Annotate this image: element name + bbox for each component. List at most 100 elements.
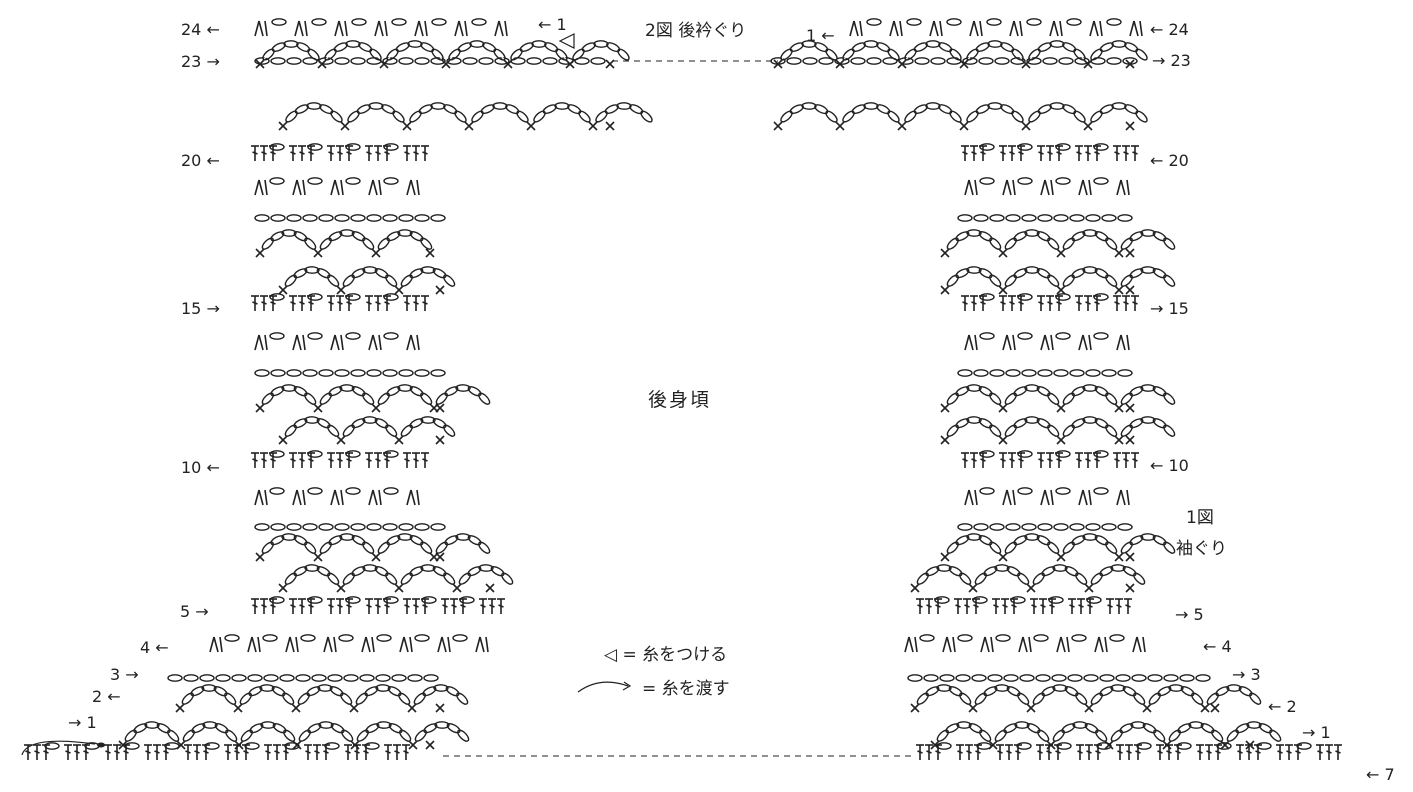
chain-stitch — [304, 541, 317, 554]
row-label-right-4: ← 4 — [1203, 637, 1232, 656]
chain-stitch — [966, 229, 982, 237]
chain-stitch — [1062, 237, 1075, 250]
chain-stitch — [1180, 686, 1195, 697]
row-label-left-23: 23 → — [181, 52, 220, 71]
chain-stitch — [851, 42, 866, 53]
chain-arc — [1050, 724, 1110, 746]
chain-arc — [445, 43, 509, 65]
row-label-right-1: → 1 — [1302, 723, 1331, 742]
chain-stitch — [471, 18, 487, 26]
chain-stitch — [1017, 177, 1033, 185]
chain-stitch — [1093, 293, 1109, 301]
chain-stitch — [780, 48, 793, 61]
chain-stitch — [949, 48, 962, 61]
chain-stitch — [1085, 369, 1101, 377]
chain-stitch — [1129, 418, 1144, 429]
chain-stitch — [962, 57, 978, 65]
double-crochet — [1040, 179, 1046, 196]
chain-stitch — [381, 104, 396, 115]
chain-arc — [1118, 232, 1178, 254]
chain-stitch — [1094, 231, 1109, 242]
row-label-right-3: → 3 — [1232, 665, 1261, 684]
chain-stitch — [907, 674, 923, 682]
chain-arc — [1118, 536, 1178, 558]
chain-stitch — [387, 686, 402, 697]
chain-arc — [1025, 43, 1089, 65]
chain-stitch — [270, 231, 285, 242]
chain-stitch — [1120, 274, 1133, 287]
row-label-left-2: 2 ← — [92, 687, 121, 706]
chain-stitch — [359, 674, 375, 682]
chain-stitch — [1073, 110, 1086, 123]
chain-stitch — [398, 523, 414, 531]
chain-stitch — [1163, 674, 1179, 682]
chain-stitch — [1105, 424, 1118, 437]
chain-stitch — [351, 418, 366, 429]
chain-stitch — [201, 684, 217, 692]
chain-stitch — [397, 384, 413, 392]
chain-stitch — [400, 572, 413, 585]
chain-stitch — [374, 268, 389, 279]
chain-stitch — [1016, 742, 1032, 750]
chain-stitch — [467, 386, 482, 397]
chain-arc — [839, 43, 903, 65]
chain-stitch — [1082, 384, 1098, 392]
chain-stitch — [330, 110, 343, 123]
chain-stitch — [386, 231, 401, 242]
chain-stitch — [414, 634, 430, 642]
chain-stitch — [414, 214, 430, 222]
chain-stitch — [269, 293, 285, 301]
chain-stitch — [1062, 274, 1075, 287]
chain-stitch — [1010, 596, 1026, 604]
chain-stitch — [904, 48, 917, 61]
chain-stitch — [1047, 541, 1060, 554]
chain-stitch — [994, 57, 1010, 65]
chain-stitch — [949, 110, 962, 123]
chain-stitch — [418, 104, 433, 115]
chain-stitch — [409, 418, 424, 429]
chain-stitch — [215, 674, 231, 682]
chain-stitch — [254, 57, 270, 65]
chain-stitch — [279, 674, 295, 682]
chain-stitch — [948, 566, 963, 577]
chain-arc — [963, 43, 1027, 65]
chain-stitch — [1037, 729, 1050, 742]
chain-stitch — [1090, 692, 1103, 705]
chain-stitch — [1147, 674, 1163, 682]
double-crochet — [437, 636, 443, 653]
chain-stitch — [955, 386, 970, 397]
chain-stitch — [966, 266, 982, 274]
chain-stitch — [400, 274, 413, 287]
chain-stitch — [1238, 686, 1253, 697]
chain-stitch — [1071, 231, 1086, 242]
chain-stitch — [1090, 110, 1103, 123]
row-label-right-24: ← 24 — [1150, 20, 1189, 39]
chain-stitch — [510, 48, 523, 61]
chain-stitch — [916, 572, 929, 585]
chain-stitch — [1017, 450, 1033, 458]
chain-stitch — [430, 214, 446, 222]
chain-stitch — [1152, 268, 1167, 279]
chain-stitch — [247, 674, 263, 682]
row-label-left-20: 20 ← — [181, 151, 220, 170]
chain-stitch — [555, 48, 568, 61]
chain-stitch — [456, 692, 469, 705]
chain-stitch — [400, 424, 413, 437]
chain-stitch — [1168, 729, 1181, 742]
chain-stitch — [414, 369, 430, 377]
chain-stitch — [906, 18, 922, 26]
chain-stitch — [341, 729, 354, 742]
double-crochet — [849, 20, 855, 37]
row-label-right-15: → 15 — [1150, 299, 1189, 318]
chain-stitch — [260, 721, 276, 729]
chain-stitch — [311, 674, 327, 682]
chain-stitch — [391, 18, 407, 26]
chain-stitch — [1017, 143, 1033, 151]
chain-stitch — [345, 293, 361, 301]
chain-stitch — [1073, 48, 1086, 61]
chain-arc — [901, 43, 965, 65]
chain-stitch — [1017, 572, 1030, 585]
chain-stitch — [1085, 523, 1101, 531]
chain-stitch — [1069, 214, 1085, 222]
chain-stitch — [392, 110, 405, 123]
